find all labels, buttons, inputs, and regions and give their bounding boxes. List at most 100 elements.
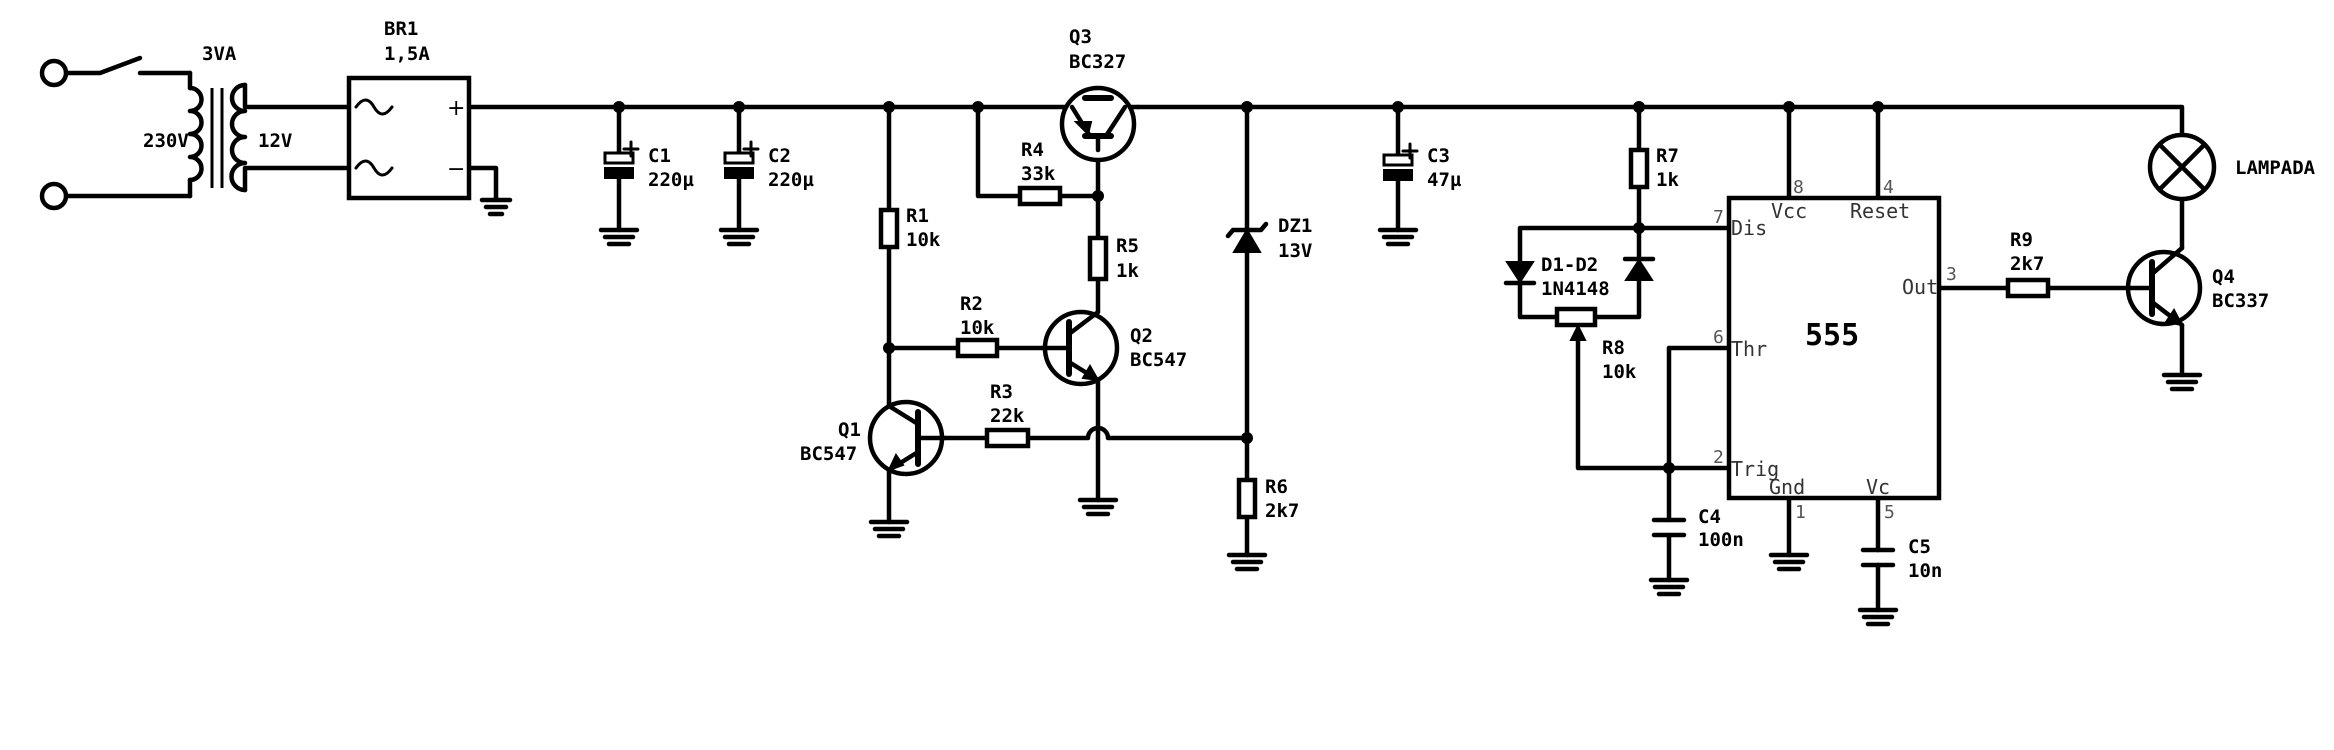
lamp: LAMPADA: [2147, 132, 2316, 202]
svg-text:8: 8: [1793, 177, 1804, 198]
transistor-q1: Q1 BC547: [800, 399, 948, 477]
svg-text:10k: 10k: [960, 317, 995, 339]
resistor-r1: R1 10k: [878, 205, 941, 251]
transistor-q3: Q3 BC327: [1059, 26, 1137, 163]
ground-symbols: [479, 197, 2203, 627]
resistor-r6: R6 2k7: [1236, 476, 1299, 522]
svg-text:BC337: BC337: [2212, 290, 2269, 312]
svg-text:2k7: 2k7: [2010, 253, 2044, 275]
bridge-rating: 1,5A: [384, 43, 430, 65]
input-terminal-bottom: [39, 181, 69, 211]
bridge-plus-sign: +: [447, 96, 465, 121]
ground-icon-q4: [2161, 372, 2203, 392]
transformer-secondary-label: 12V: [258, 130, 292, 152]
svg-text:100n: 100n: [1698, 529, 1744, 551]
svg-text:10k: 10k: [906, 229, 941, 251]
junction-dots: [613, 101, 1884, 474]
svg-text:13V: 13V: [1278, 240, 1312, 262]
svg-text:C3: C3: [1427, 145, 1450, 167]
svg-text:C2: C2: [768, 145, 791, 167]
svg-text:Q2: Q2: [1130, 325, 1153, 347]
ic-name: 555: [1805, 318, 1859, 353]
svg-text:R8: R8: [1602, 337, 1625, 359]
bridge-ref: BR1: [384, 18, 418, 40]
svg-text:R6: R6: [1265, 476, 1288, 498]
svg-text:Trig: Trig: [1731, 457, 1779, 481]
ground-icon-c3: [1377, 227, 1419, 247]
resistor-r4: R4 33k: [1017, 139, 1063, 207]
svg-text:1: 1: [1795, 502, 1806, 523]
lamp-label: LAMPADA: [2235, 157, 2316, 179]
diodes-ref: D1-D2: [1541, 254, 1598, 276]
svg-text:Vcc: Vcc: [1771, 199, 1807, 223]
svg-text:BC547: BC547: [1130, 349, 1187, 371]
svg-text:DZ1: DZ1: [1278, 215, 1312, 237]
resistor-r3: R3 22k: [984, 381, 1031, 449]
input-terminal-top: [39, 58, 69, 88]
bridge-rectifier: + − BR1 1,5A: [346, 18, 472, 201]
ground-icon-r6: [1226, 552, 1268, 572]
transistor-q4: Q4 BC337: [2125, 245, 2269, 328]
ground-icon-c1: [598, 227, 640, 247]
svg-text:Q3: Q3: [1069, 26, 1092, 48]
resistor-r9: R9 2k7: [2005, 229, 2051, 299]
svg-text:Reset: Reset: [1850, 199, 1910, 223]
svg-text:R7: R7: [1656, 145, 1679, 167]
svg-text:Vc: Vc: [1866, 475, 1890, 499]
capacitor-c1: C1 220µ: [603, 140, 694, 191]
ground-icon-q2: [1077, 497, 1119, 517]
ground-icon-c2: [718, 227, 760, 247]
ic-555: 555 Vcc 8 Reset 4 Dis 7 Thr 6 Trig 2 Out…: [1713, 177, 1957, 523]
ground-icon-555: [1768, 552, 1810, 572]
svg-text:3: 3: [1946, 264, 1957, 285]
svg-text:220µ: 220µ: [768, 169, 814, 191]
svg-text:Thr: Thr: [1731, 337, 1767, 361]
svg-text:R9: R9: [2010, 229, 2033, 251]
resistor-r5: R5 1k: [1087, 235, 1139, 282]
svg-text:4: 4: [1883, 177, 1894, 198]
svg-text:6: 6: [1713, 327, 1724, 348]
transistor-q2: Q2 BC547: [1039, 309, 1187, 387]
diode-d2: [1622, 256, 1656, 281]
svg-text:22k: 22k: [990, 405, 1025, 427]
svg-text:220µ: 220µ: [648, 169, 694, 191]
svg-text:Q1: Q1: [838, 419, 861, 441]
svg-text:C1: C1: [648, 145, 671, 167]
svg-text:R2: R2: [960, 293, 983, 315]
input-voltage-label: 230V: [143, 130, 189, 152]
svg-text:R3: R3: [990, 381, 1013, 403]
capacitor-c4: C4 100n: [1651, 506, 1744, 551]
ground-icon-q1: [868, 519, 910, 539]
svg-text:Gnd: Gnd: [1769, 475, 1805, 499]
mains-input: 230V: [39, 58, 189, 211]
resistor-r8: R8 10k: [1554, 306, 1637, 383]
svg-text:33k: 33k: [1021, 163, 1056, 185]
svg-text:R5: R5: [1116, 235, 1139, 257]
capacitor-c2: C2 220µ: [723, 140, 814, 191]
svg-text:Q4: Q4: [2212, 266, 2235, 288]
wires: [63, 55, 2185, 613]
svg-text:C5: C5: [1908, 536, 1931, 558]
svg-text:Dis: Dis: [1731, 216, 1767, 240]
transformer: 3VA 12V: [187, 43, 292, 193]
ground-icon-c5: [1857, 607, 1899, 627]
svg-text:BC327: BC327: [1069, 51, 1126, 73]
svg-text:10k: 10k: [1602, 361, 1637, 383]
svg-text:R4: R4: [1021, 139, 1044, 161]
diode-d1: [1503, 261, 1537, 286]
diodes-part: 1N4148: [1541, 278, 1610, 300]
ground-icon-c4: [1648, 577, 1690, 597]
svg-text:BC547: BC547: [800, 443, 857, 465]
svg-text:2k7: 2k7: [1265, 500, 1299, 522]
svg-text:7: 7: [1713, 207, 1724, 228]
resistor-r7: R7 1k: [1628, 145, 1679, 191]
svg-text:C4: C4: [1698, 506, 1721, 528]
svg-text:1k: 1k: [1116, 260, 1139, 282]
transformer-power-label: 3VA: [202, 43, 237, 65]
svg-text:Out: Out: [1902, 275, 1938, 299]
zener-diode-dz1: DZ1 13V: [1225, 215, 1312, 262]
svg-text:2: 2: [1713, 447, 1724, 468]
capacitor-c3: C3 47µ: [1382, 142, 1462, 191]
